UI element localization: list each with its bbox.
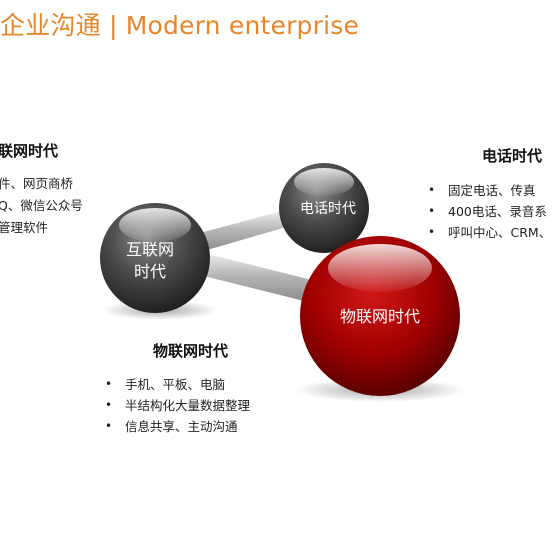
list-item: 手机、平板、电脑	[103, 374, 250, 395]
page-title: 企业沟通 | Modern enterprise	[0, 11, 360, 40]
list-item: 400电话、录音系	[426, 201, 551, 222]
sphere-highlight	[119, 208, 191, 242]
list-item: 件、网页商桥	[0, 176, 74, 191]
list-item: 信息共享、主动沟通	[103, 416, 250, 437]
internet-era-heading: 联网时代	[0, 142, 59, 160]
connector-internet-iot	[196, 252, 312, 302]
list-item: 半结构化大量数据整理	[103, 395, 250, 416]
iot-era-sphere-label: 物联网时代	[340, 307, 420, 326]
internet-era-list: 件、网页商桥 Q、微信公众号 管理软件	[0, 173, 83, 239]
iot-era-heading: 物联网时代	[153, 342, 229, 360]
phone-era-heading: 电话时代	[482, 147, 543, 165]
iot-era-list: 手机、平板、电脑 半结构化大量数据整理 信息共享、主动沟通	[103, 374, 250, 437]
internet-era-sphere-label-line2: 时代	[134, 262, 166, 281]
sphere-highlight	[294, 168, 354, 196]
connector-internet-phone	[196, 210, 290, 252]
list-item: 呼叫中心、CRM、	[426, 222, 551, 243]
list-item: 管理软件	[0, 220, 49, 235]
internet-era-sphere-label-line1: 互联网	[126, 240, 174, 259]
list-item: 固定电话、传真	[426, 180, 551, 201]
list-item: Q、微信公众号	[0, 198, 83, 213]
phone-era-sphere-label: 电话时代	[300, 201, 356, 217]
sphere-highlight	[328, 244, 432, 292]
phone-era-list: 固定电话、传真 400电话、录音系 呼叫中心、CRM、	[426, 180, 551, 243]
